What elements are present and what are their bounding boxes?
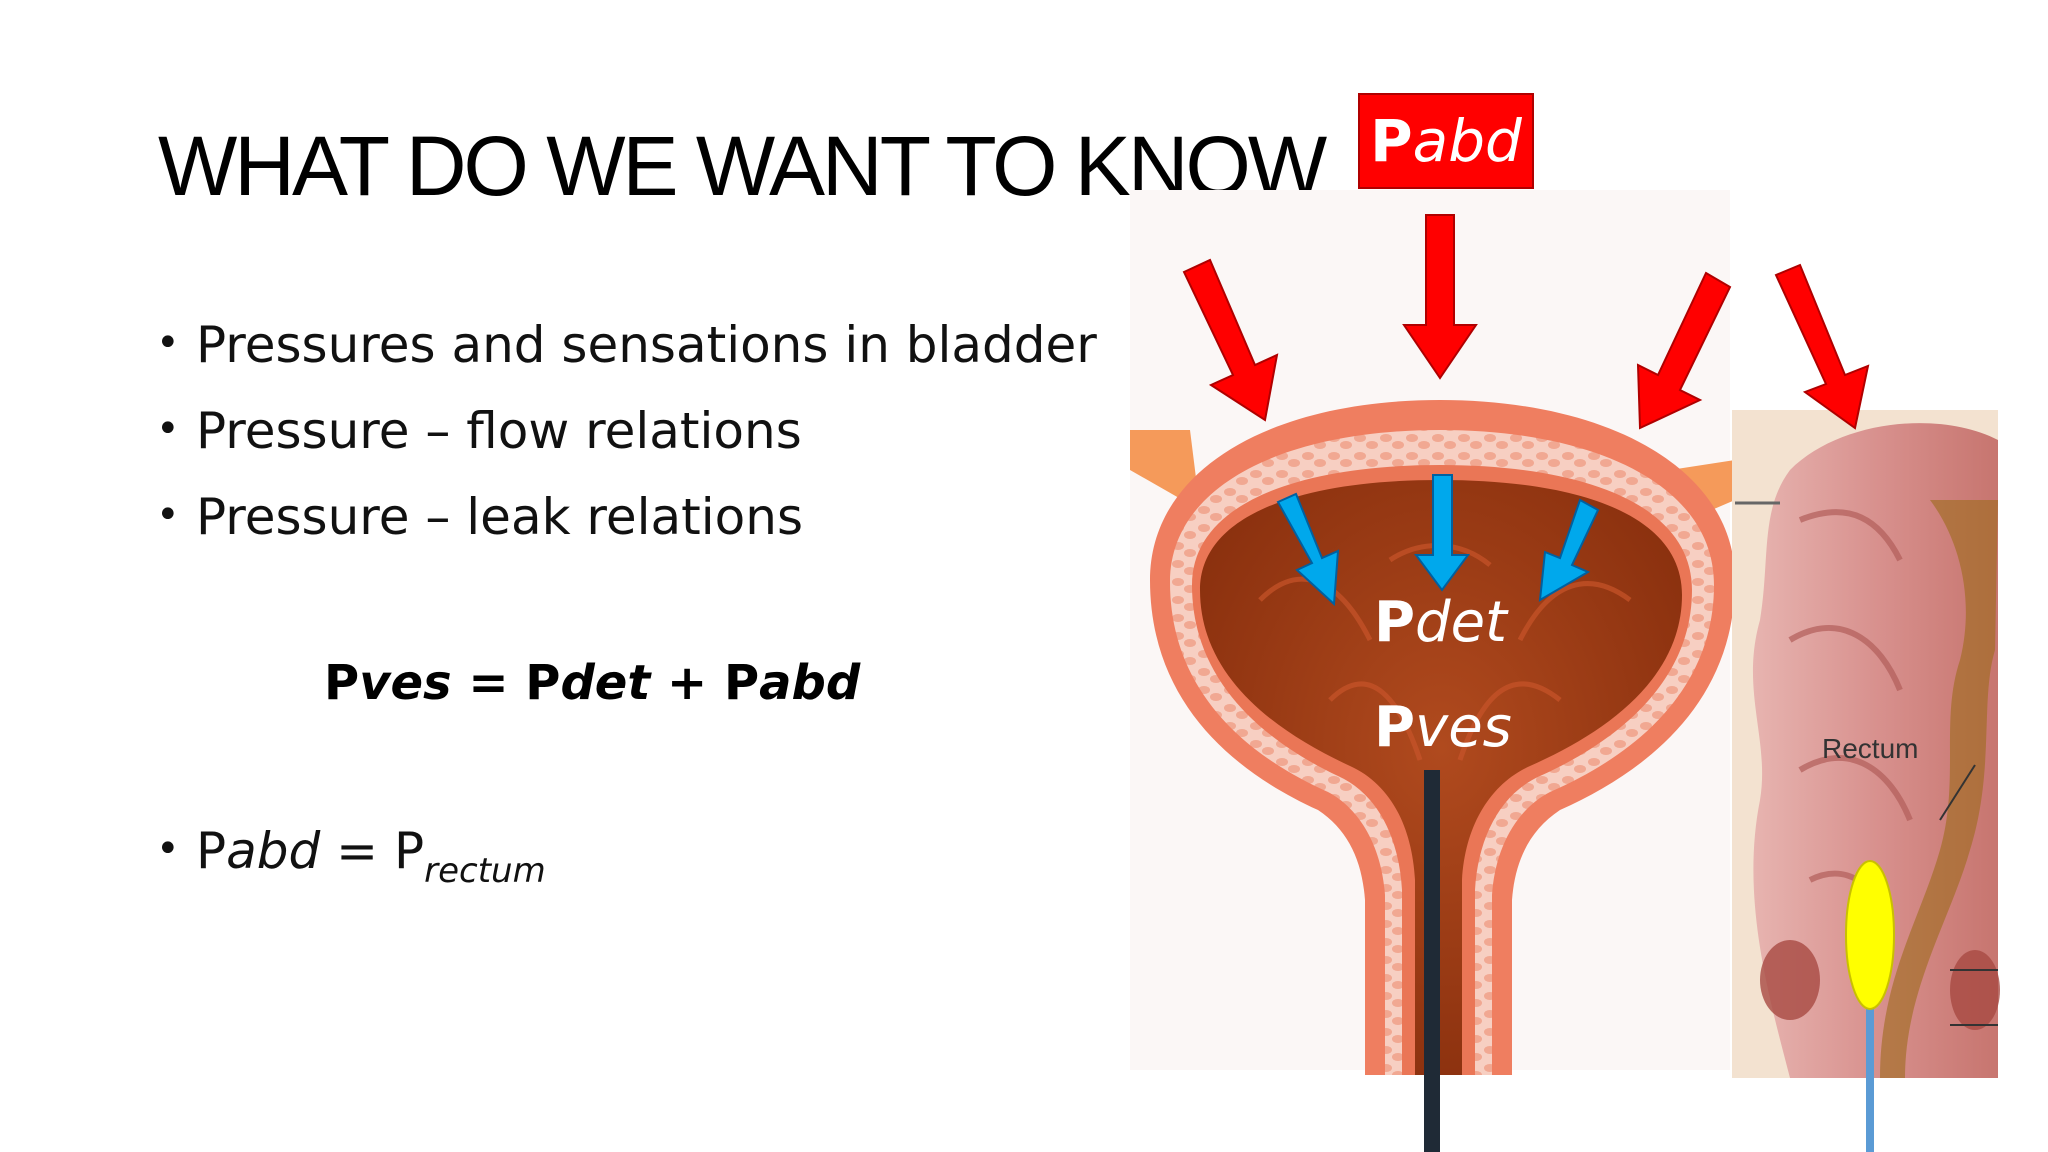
red-arrow-icon (1636, 271, 1732, 430)
bladder-catheter (1424, 770, 1440, 1152)
abdominal-pressure-arrows (1182, 214, 1870, 430)
equation-pves-p: P (324, 655, 360, 711)
rectal-balloon (1845, 860, 1895, 1010)
pabd-equals-p: = P (320, 822, 425, 880)
pdet-label: Pdet (1374, 590, 1507, 655)
rectum-lumen (1880, 500, 1998, 1078)
pabd-p: P (196, 822, 227, 880)
left-ureter (1130, 430, 1200, 510)
blue-arrow-icon (1538, 498, 1600, 602)
bullet-dot-icon: • (156, 492, 180, 538)
rectum-subscript: rectum (424, 851, 546, 891)
pves-label-sub: ves (1415, 695, 1512, 760)
rectal-catheter (1866, 990, 1874, 1152)
pdet-label-sub: det (1415, 590, 1508, 655)
bullet-text: Pressure – leak relations (196, 488, 804, 546)
equation-equals: = (451, 655, 526, 711)
bullet-item: • Pressure – leak relations (156, 472, 1097, 558)
rectum-label-pointer (1939, 764, 1976, 821)
pves-label-p: P (1374, 695, 1416, 760)
pabd-label-box: Pabd (1358, 93, 1534, 189)
bullet-list: • Pressures and sensations in bladder • Pr… (156, 300, 1097, 558)
red-arrow-icon (1182, 258, 1279, 422)
pabd-label-p: P (1370, 107, 1413, 175)
bullet-dot-icon: • (156, 320, 180, 366)
bullet-text: Pressure – flow relations (196, 402, 802, 460)
pabd-label-sub: abd (1412, 107, 1522, 175)
blue-arrow-icon (1414, 474, 1470, 592)
red-arrow-icon (1774, 263, 1870, 430)
bladder-cavity (1200, 480, 1682, 1075)
bullet-item: • Pressures and sensations in bladder (156, 300, 1097, 386)
bullet-dot-icon: • (156, 826, 180, 872)
bullet-dot-icon: • (156, 406, 180, 452)
pdet-label-p: P (1374, 590, 1416, 655)
pressure-equation: Pves = Pdet + Pabd (324, 655, 860, 711)
bullet-text: Pressures and sensations in bladder (196, 316, 1097, 374)
red-arrow-icon (1402, 214, 1478, 380)
equation-pdet-sub: det (560, 655, 651, 711)
equation-pabd-sub: abd (759, 655, 861, 711)
pves-label: Pves (1374, 695, 1512, 760)
equation-pves-sub: ves (359, 655, 452, 711)
equation-plus: + (650, 655, 724, 711)
rectum-label: Rectum (1822, 733, 1919, 764)
blue-arrow-icon (1276, 492, 1340, 607)
detrusor-pressure-arrows (1276, 474, 1600, 607)
equation-pdet-p: P (525, 655, 561, 711)
bullet-item: • Pressure – flow relations (156, 386, 1097, 472)
equation-pabd-p: P (723, 655, 760, 711)
bullet-pabd-rectum: • Pabd = Prectum (156, 822, 546, 891)
pabd-sub: abd (226, 822, 321, 880)
